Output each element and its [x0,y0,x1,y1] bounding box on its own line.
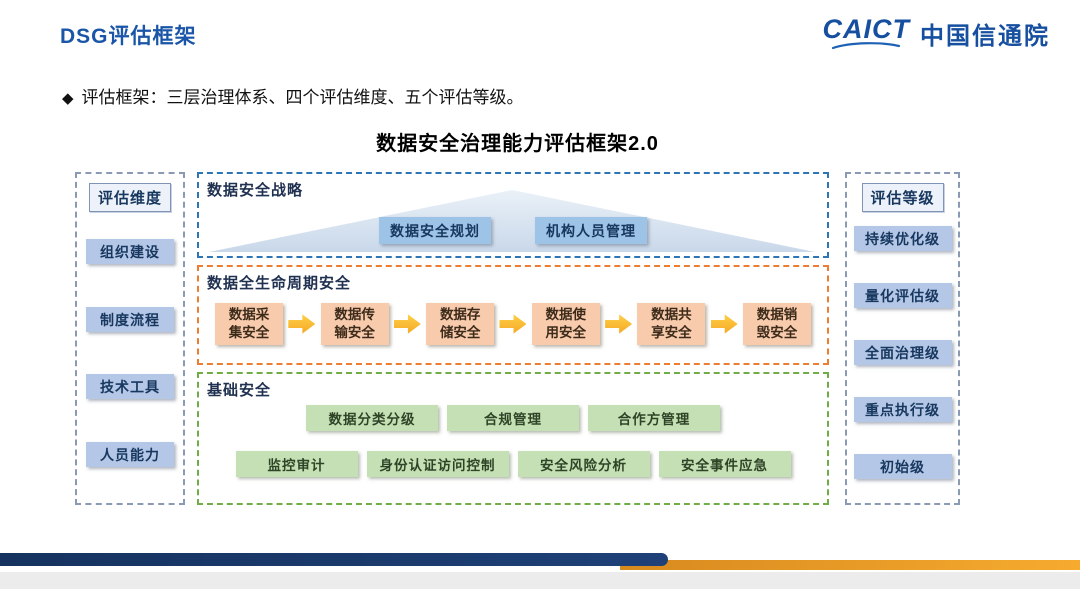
logo-org-name: 中国信通院 [920,23,1050,50]
lifecycle-section: 数据全生命周期安全 数据采集安全 数据传输安全 数据存储安全 数据使用安全 数据… [197,265,829,365]
lifecycle-box: 数据使用安全 [531,303,600,345]
level-item: 持续优化级 [853,226,952,251]
lifecycle-label: 数据全生命周期安全 [207,275,352,292]
strategy-box: 数据安全规划 [379,217,491,244]
page-title: DSG评估框架 [60,25,197,48]
bottom-accent-bar [0,552,1080,572]
diamond-bullet-icon: ◆ [62,90,74,107]
level-item: 初始级 [853,454,952,479]
basic-box: 身份认证访问控制 [366,451,509,477]
basic-row-1: 数据分类分级 合规管理 合作方管理 [199,405,827,431]
basic-box: 安全事件应急 [658,451,791,477]
arrow-right-icon [288,314,316,334]
lifecycle-row: 数据采集安全 数据传输安全 数据存储安全 数据使用安全 数据共享安全 数据销毁安… [215,303,811,345]
basic-label: 基础安全 [207,382,272,399]
lifecycle-box: 数据传输安全 [320,303,389,345]
level-item: 全面治理级 [853,340,952,365]
arrow-right-icon [499,314,527,334]
level-item: 重点执行级 [853,397,952,422]
accent-bar-orange [620,560,1080,570]
basic-box: 安全风险分析 [517,451,650,477]
basic-box: 监控审计 [235,451,358,477]
lifecycle-box: 数据销毁安全 [742,303,811,345]
dimension-item: 组织建设 [86,239,174,264]
levels-panel: 评估等级 持续优化级 量化评估级 全面治理级 重点执行级 初始级 [845,172,960,505]
logo-brand-wrap: CAICT [822,14,911,49]
basic-box: 合规管理 [447,405,579,431]
footer-strip [0,572,1080,589]
basic-row-2: 监控审计 身份认证访问控制 安全风险分析 安全事件应急 [199,451,827,477]
strategy-section: 数据安全战略 数据安全规划 机构人员管理 [197,172,829,258]
basic-box: 合作方管理 [588,405,720,431]
arrow-right-icon [710,314,738,334]
strategy-box: 机构人员管理 [535,217,647,244]
logo-swoosh-icon [832,41,901,49]
accent-bar-navy [0,553,668,566]
dimension-item: 人员能力 [86,442,174,467]
lifecycle-box: 数据存储安全 [426,303,495,345]
levels-header: 评估等级 [861,183,944,212]
lifecycle-box: 数据采集安全 [215,303,283,345]
intro-line: ◆ 评估框架：三层治理体系、四个评估维度、五个评估等级。 [62,83,524,108]
logo-brand-text: CAICT [822,14,910,45]
basic-box: 数据分类分级 [306,405,438,431]
dimension-item: 技术工具 [86,374,174,399]
dimensions-header: 评估维度 [88,183,172,212]
dimension-item: 制度流程 [86,307,174,332]
strategy-label: 数据安全战略 [207,182,304,199]
caict-logo: CAICT 中国信通院 [823,16,1051,51]
intro-text: 评估框架：三层治理体系、四个评估维度、五个评估等级。 [81,88,524,107]
level-item: 量化评估级 [853,283,952,308]
strategy-boxes-row: 数据安全规划 机构人员管理 [199,217,827,244]
diagram-title: 数据安全治理能力评估框架2.0 [376,133,659,155]
arrow-right-icon [393,314,421,334]
basic-section: 基础安全 数据分类分级 合规管理 合作方管理 监控审计 身份认证访问控制 安全风… [197,372,829,505]
dimensions-panel: 评估维度 组织建设 制度流程 技术工具 人员能力 [75,172,185,505]
lifecycle-box: 数据共享安全 [637,303,706,345]
arrow-right-icon [605,314,633,334]
